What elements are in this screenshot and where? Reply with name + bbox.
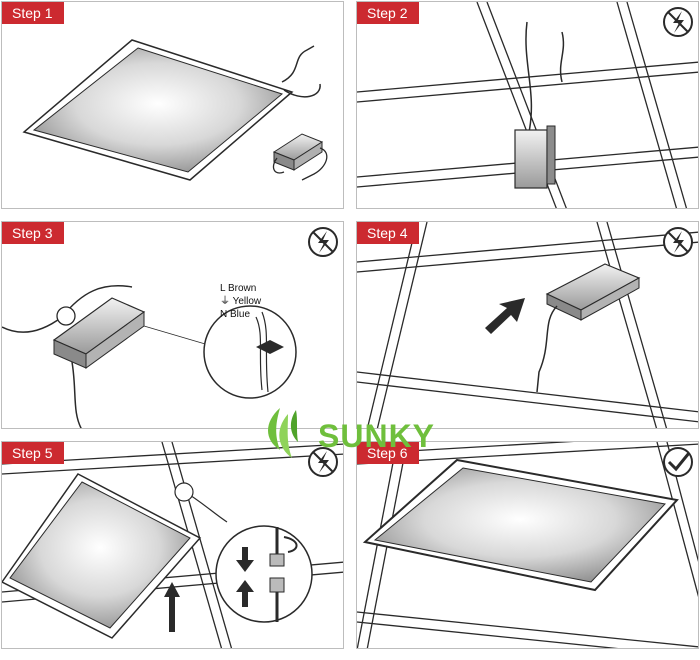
- driver-box: [545, 263, 641, 321]
- step-5-panel: Step 5: [1, 441, 344, 649]
- driver-box: [514, 125, 556, 189]
- up-arrow-icon: [236, 580, 254, 607]
- wire-neutral-blue: N Blue: [220, 309, 251, 320]
- step-3-label: Step 3: [2, 222, 65, 244]
- brand-name: SUNKY: [318, 418, 436, 454]
- step-1-label: Step 1: [2, 2, 65, 24]
- step-2-illustration: [357, 2, 698, 208]
- step-3-panel: L Brown ⏚ Yellow N Blue Step 3: [1, 221, 344, 429]
- down-arrow-icon: [236, 547, 254, 572]
- step-4-panel: Step 4: [356, 221, 699, 429]
- brand-watermark: SUNKY: [258, 404, 448, 464]
- step-4-illustration: [357, 222, 698, 428]
- step-2-label: Step 2: [357, 2, 420, 24]
- no-power-icon: [308, 447, 338, 477]
- up-right-arrow-icon: [485, 298, 525, 334]
- step-1-illustration: [22, 39, 328, 181]
- no-power-icon: [663, 227, 693, 257]
- up-arrow-icon: [164, 582, 180, 632]
- check-icon: [663, 447, 693, 477]
- step-2-panel: Step 2: [356, 1, 699, 209]
- step-6-illustration: [357, 442, 698, 648]
- step-1-panel: Step 1: [1, 1, 344, 209]
- step-6-label: Step 6: [357, 442, 420, 464]
- earth-icon: ⏚: [220, 296, 230, 307]
- no-power-icon: [308, 227, 338, 257]
- driver-box: [272, 133, 328, 181]
- driver-box: [52, 297, 146, 369]
- wire-earth-yellow: ⏚ Yellow: [220, 296, 262, 307]
- step-3-illustration: [2, 285, 297, 428]
- step-4-label: Step 4: [357, 222, 420, 244]
- wiring-legend: L Brown ⏚ Yellow N Blue: [220, 282, 261, 321]
- leaf-logo-icon: [268, 408, 298, 458]
- no-power-icon: [663, 7, 693, 37]
- wire-line-brown: L Brown: [220, 283, 257, 294]
- step-6-panel: Step 6: [356, 441, 699, 649]
- step-5-label: Step 5: [2, 442, 65, 464]
